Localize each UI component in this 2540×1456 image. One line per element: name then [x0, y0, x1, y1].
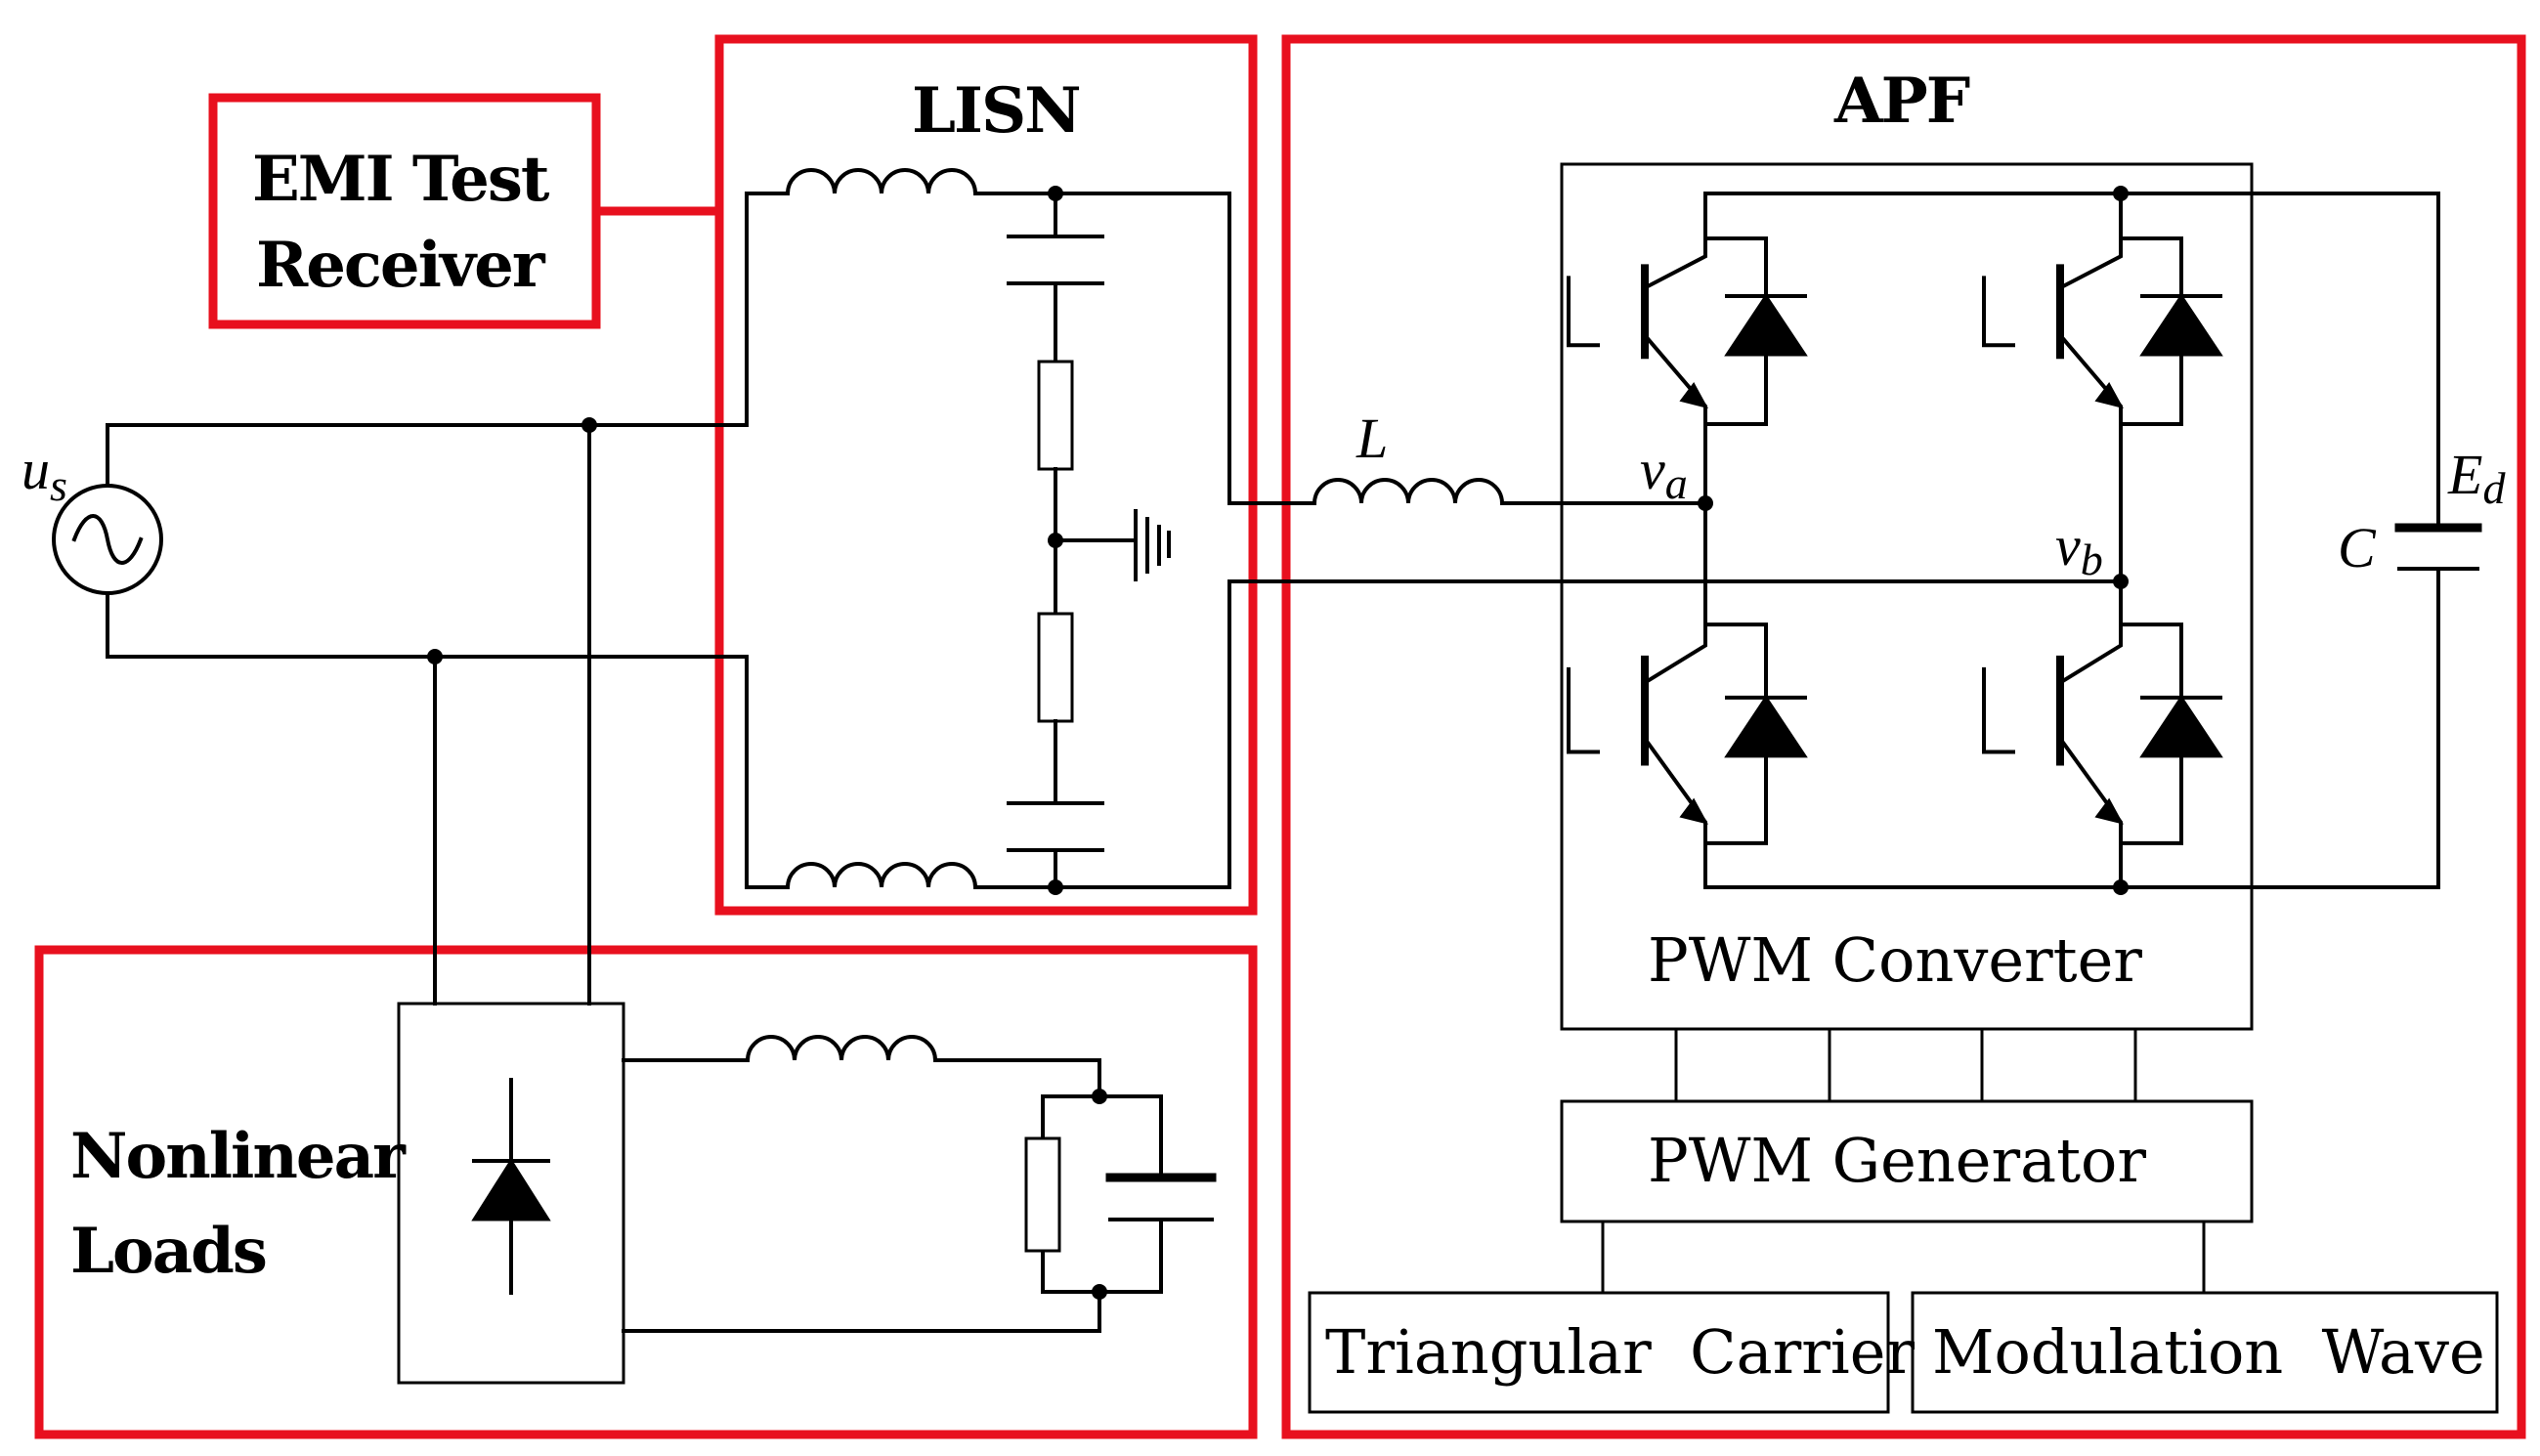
vb-subscript: b	[2081, 535, 2103, 584]
rectifier-diode-icon	[471, 1078, 551, 1295]
dc-bus	[1703, 186, 2440, 895]
source-wiring	[106, 192, 790, 1006]
C-label: C	[2338, 516, 2377, 579]
ground-icon	[1134, 509, 1171, 581]
emi-receiver-label-1: EMI Test	[252, 143, 550, 216]
nonlinear-loads-box	[34, 945, 1258, 1439]
igbt-leg-a-bottom	[1567, 616, 1808, 852]
igbt-leg-a-top	[1567, 231, 1808, 432]
lisn-box	[714, 34, 1258, 916]
pwm-generator-box	[1560, 1099, 2254, 1223]
nonlinear-loads-label-1: Nonlinear	[70, 1120, 407, 1193]
dc-capacitor	[2394, 523, 2482, 571]
pwm-converter-box	[1560, 162, 2254, 1031]
load-inductor	[745, 1035, 938, 1063]
rectifier-box	[397, 1002, 625, 1385]
igbt-leg-b-top	[1982, 231, 2223, 432]
apf-label: APF	[1833, 64, 1970, 138]
us-subscript: s	[50, 460, 67, 510]
Ed-subscript: d	[2482, 463, 2506, 513]
apf-inductor-L	[1312, 478, 1505, 506]
lisn-bottom-inductor	[785, 862, 978, 890]
pwm-generator-label: PWM Generator	[1648, 1125, 2146, 1196]
va-symbol: v	[1640, 438, 1665, 501]
svg-text:us: us	[22, 438, 67, 510]
svg-text:vb: vb	[2055, 514, 2103, 584]
nonlinear-loads-label-2: Loads	[70, 1215, 266, 1288]
igbt-leg-b-bottom	[1982, 616, 2223, 852]
svg-text:va: va	[1640, 438, 1688, 508]
us-symbol: u	[22, 438, 50, 501]
load-resistor	[1024, 1136, 1061, 1253]
load-rc	[1024, 1089, 1217, 1300]
va-subscript: a	[1665, 458, 1688, 508]
vb-symbol: v	[2055, 514, 2081, 578]
apf-box	[1281, 34, 2526, 1439]
lisn-top-inductor	[785, 168, 978, 196]
L-label: L	[1356, 407, 1388, 470]
lisn-resistor-top	[1037, 360, 1074, 471]
ac-source	[52, 484, 163, 595]
lisn-label: LISN	[912, 74, 1080, 148]
emi-receiver-label-2: Receiver	[256, 229, 546, 302]
gate-signal-lines	[1674, 1029, 2137, 1101]
svg-text:Ed: Ed	[2447, 443, 2506, 513]
modulation-wave-label: Modulation Wave	[1932, 1316, 2485, 1388]
triangular-carrier-label: Triangular Carrier	[1325, 1316, 1915, 1388]
lisn-network	[785, 168, 1288, 895]
Ed-symbol: E	[2447, 443, 2482, 506]
modulation-wave-box	[1911, 1291, 2499, 1414]
triangular-carrier-box	[1308, 1291, 1890, 1414]
lisn-resistor-bottom	[1037, 612, 1074, 723]
pwm-converter-label: PWM Converter	[1648, 924, 2142, 996]
